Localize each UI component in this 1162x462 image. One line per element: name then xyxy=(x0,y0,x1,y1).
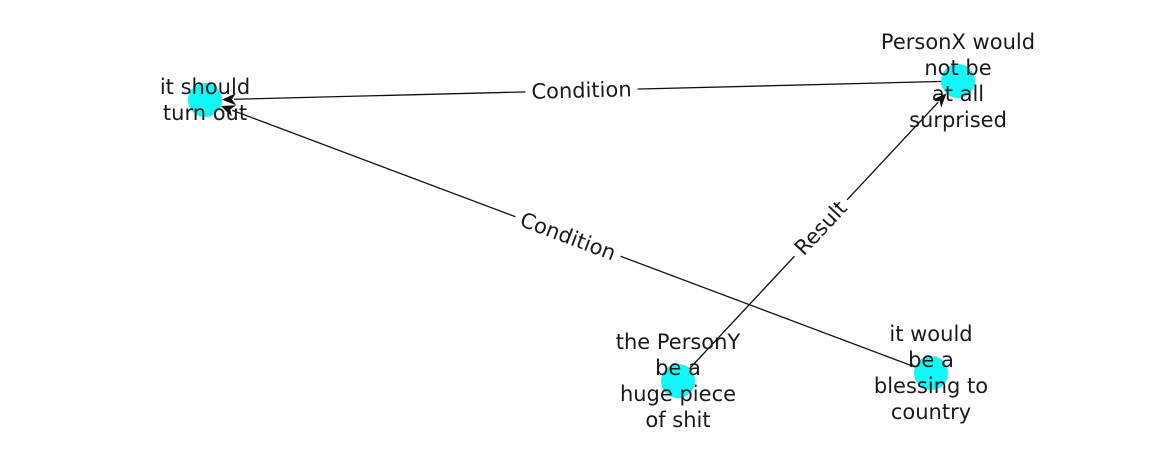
node-label-line: blessing to xyxy=(874,374,988,398)
node-label-line: country xyxy=(891,400,971,424)
arrowhead-e2 xyxy=(220,105,237,117)
edge-label-text: Condition xyxy=(531,77,632,104)
edge-label-background xyxy=(785,191,857,265)
node-label-line: surprised xyxy=(909,108,1007,132)
edge-label-background xyxy=(510,204,626,269)
node-label-line: huge piece xyxy=(620,382,736,406)
node-label-line: it should xyxy=(160,75,250,99)
node-n4 xyxy=(914,356,948,390)
node-label-line: of shit xyxy=(645,408,710,432)
edge-label-background xyxy=(525,76,638,105)
edge-label-e1: Condition xyxy=(525,76,638,105)
node-label-line: not be xyxy=(924,56,991,80)
node-n1 xyxy=(188,83,222,117)
node-n2 xyxy=(941,64,975,98)
node-n3 xyxy=(661,364,695,398)
node-label-line: turn out xyxy=(163,101,247,125)
nodes-layer xyxy=(188,64,975,398)
arrowhead-e1 xyxy=(221,93,237,106)
edge-label-e3: Result xyxy=(785,191,857,265)
edge-label-text: Result xyxy=(790,196,852,260)
node-label-line: PersonX would xyxy=(881,30,1035,54)
edge-label-e2: Condition xyxy=(510,204,626,269)
node-label-line: be a xyxy=(908,348,954,372)
node-label-line: it would xyxy=(889,322,972,346)
node-label-line: at all xyxy=(932,82,984,106)
arrowhead-e3 xyxy=(932,93,947,108)
node-label-line: be a xyxy=(655,356,701,380)
node-label-line: the PersonY xyxy=(616,330,741,354)
